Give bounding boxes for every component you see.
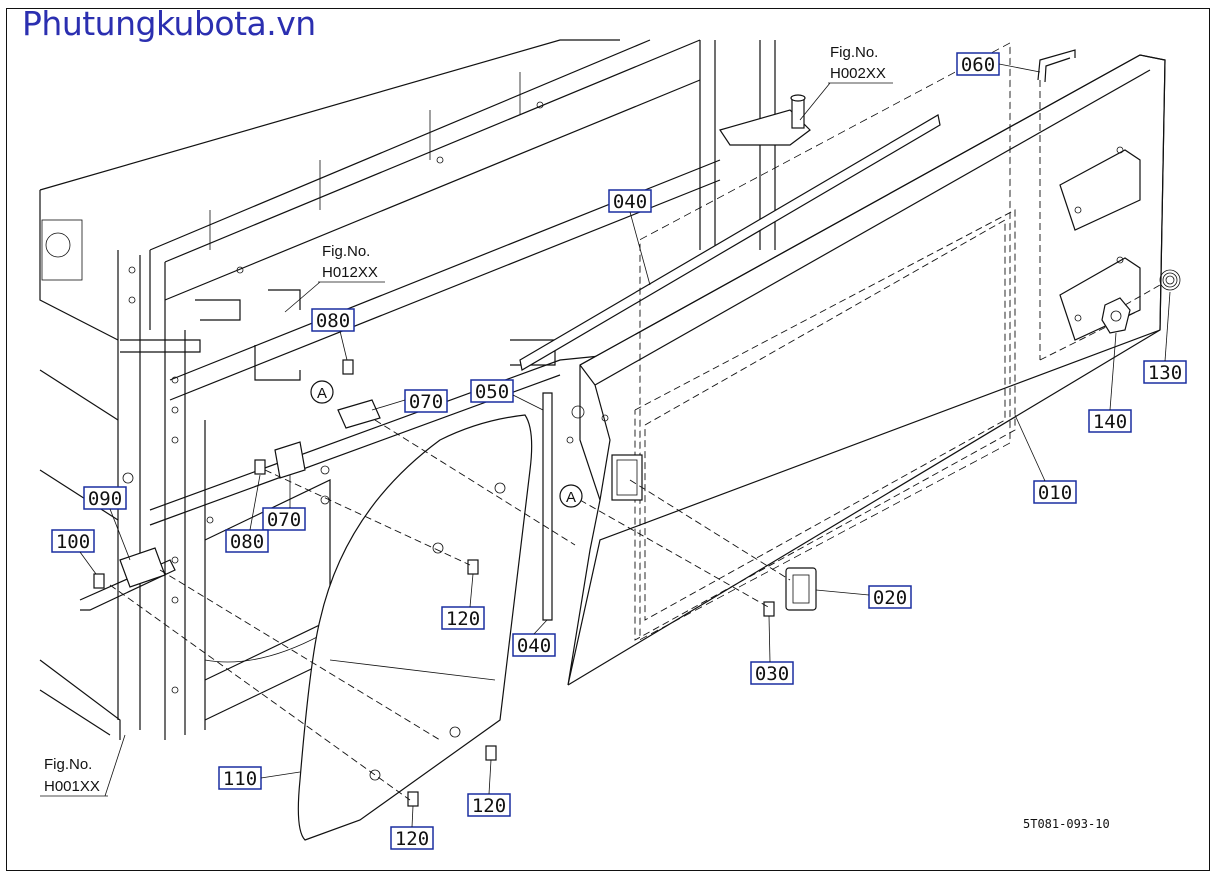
svg-text:130: 130	[1148, 362, 1182, 384]
svg-text:Fig.No.: Fig.No.	[830, 44, 878, 61]
part-label-120-bottom: 120	[390, 805, 434, 850]
svg-text:120: 120	[446, 608, 480, 630]
fig-ref-h002: Fig.No. H002XX	[799, 44, 893, 121]
svg-text:120: 120	[395, 828, 429, 850]
part-label-100: 100	[51, 529, 97, 575]
callout-a-2: A	[559, 484, 583, 508]
svg-text:A: A	[317, 385, 327, 402]
seal-strips-040	[519, 114, 941, 621]
fig-ref-h012: Fig.No. H012XX	[284, 243, 385, 313]
part-label-030: 030	[750, 615, 794, 685]
svg-text:110: 110	[223, 768, 257, 790]
side-cover-110	[297, 414, 533, 841]
main-panel-010	[566, 42, 1166, 686]
svg-text:090: 090	[88, 488, 122, 510]
reference-lines	[109, 284, 1161, 801]
svg-text:020: 020	[873, 587, 907, 609]
svg-text:040: 040	[517, 635, 551, 657]
part-label-070-top: 070	[371, 389, 448, 413]
diagram-code: 5T081-093-10	[1023, 817, 1110, 831]
svg-text:H002XX: H002XX	[830, 65, 886, 82]
svg-text:H012XX: H012XX	[322, 264, 378, 281]
svg-text:070: 070	[267, 509, 301, 531]
part-label-120-right: 120	[467, 759, 511, 817]
svg-text:140: 140	[1093, 411, 1127, 433]
svg-text:A: A	[566, 489, 576, 506]
part-label-050: 050	[470, 379, 544, 411]
svg-text:060: 060	[961, 54, 995, 76]
svg-text:080: 080	[316, 310, 350, 332]
svg-text:080: 080	[230, 531, 264, 553]
svg-text:030: 030	[755, 663, 789, 685]
callout-a-1: A	[310, 380, 334, 404]
svg-text:120: 120	[472, 795, 506, 817]
part-label-040-top: 040	[608, 189, 652, 286]
part-label-090: 090	[83, 486, 131, 561]
part-label-130: 130	[1143, 291, 1187, 384]
part-label-110: 110	[218, 766, 301, 790]
site-logo: Phutungkubota.vn	[22, 4, 316, 43]
svg-text:H001XX: H001XX	[44, 778, 100, 795]
part-label-080-top: 080	[311, 308, 355, 361]
svg-text:040: 040	[613, 191, 647, 213]
diagram-frame	[6, 8, 1210, 871]
part-label-120-mid: 120	[441, 573, 485, 630]
fig-ref-h001: Fig.No. H001XX	[40, 734, 126, 797]
part-label-080-left: 080	[225, 474, 269, 553]
svg-text:010: 010	[1038, 482, 1072, 504]
svg-text:050: 050	[475, 381, 509, 403]
part-label-020: 020	[815, 585, 912, 609]
part-label-070-left: 070	[262, 475, 306, 531]
part-label-140: 140	[1088, 332, 1132, 433]
handle-060	[1037, 49, 1076, 83]
svg-text:Fig.No.: Fig.No.	[322, 243, 370, 260]
hardware	[93, 269, 1181, 807]
svg-text:Fig.No.: Fig.No.	[44, 756, 92, 773]
part-label-010: 010	[1014, 414, 1077, 504]
svg-text:070: 070	[409, 391, 443, 413]
svg-text:100: 100	[56, 531, 90, 553]
part-label-040-bottom: 040	[512, 619, 556, 657]
part-label-060: 060	[956, 52, 1041, 76]
